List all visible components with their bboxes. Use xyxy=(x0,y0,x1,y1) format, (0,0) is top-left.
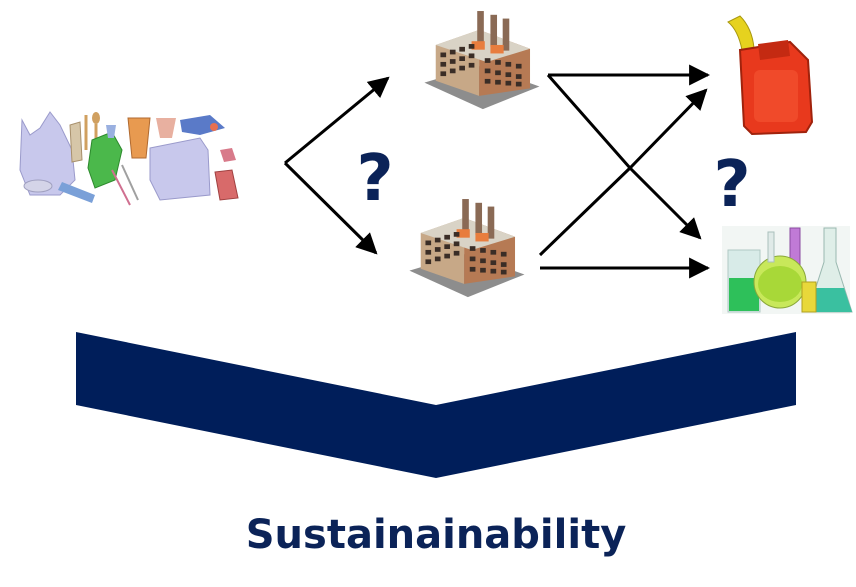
factory-icon-bottom xyxy=(409,199,525,298)
factory-icon-top xyxy=(424,11,540,110)
question-mark-left: ? xyxy=(356,142,393,216)
sustainability-chevron-banner xyxy=(76,332,796,478)
chemical-flasks-icon xyxy=(722,226,853,314)
arrow-waste-to-factory-top xyxy=(284,76,390,165)
arrow-factory-bottom-to-fuel xyxy=(538,88,708,257)
flow-arrows xyxy=(283,64,711,279)
sustainability-label: Sustainainability xyxy=(246,512,627,558)
arrow-waste-to-factory-bottom xyxy=(283,161,378,255)
question-mark-right: ? xyxy=(713,148,750,222)
plastic-waste-icon xyxy=(19,111,239,206)
arrow-factory-top-to-chemicals xyxy=(546,74,702,240)
fuel-canister-icon xyxy=(727,15,814,136)
